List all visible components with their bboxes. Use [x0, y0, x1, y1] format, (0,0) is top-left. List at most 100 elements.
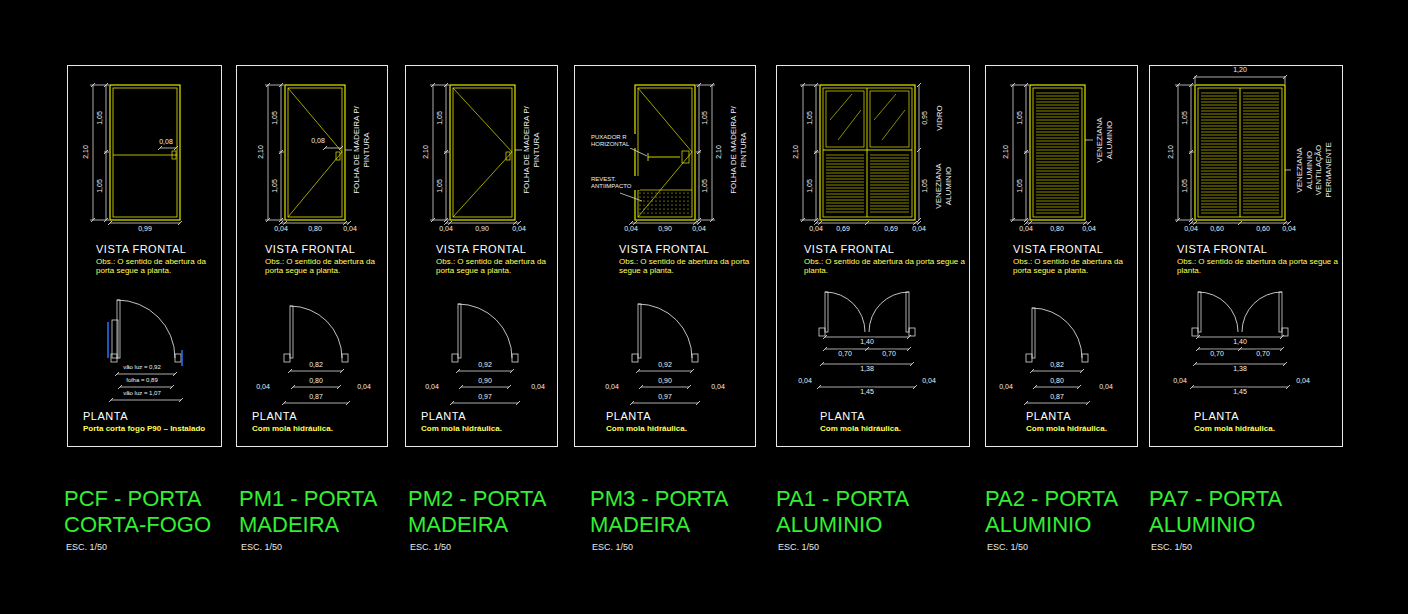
dimension-label: 1,05 — [96, 178, 104, 194]
dimension-label: 0,90 — [474, 225, 490, 233]
drawing-line — [1243, 153, 1279, 154]
drawing-rect — [1198, 88, 1282, 217]
drawing-line — [870, 161, 909, 162]
drawing-line — [346, 401, 350, 405]
drawing-line — [1201, 93, 1237, 94]
drawing-line — [323, 146, 327, 150]
drawing-line — [870, 191, 909, 192]
drawing-line — [1036, 132, 1079, 133]
hatch-dot — [671, 200, 672, 201]
plan-note: Com mola hidráulica. — [421, 424, 551, 433]
dimension-label: 2,10 — [257, 144, 265, 160]
drawing-line — [1024, 152, 1029, 153]
drawing-line — [638, 190, 692, 191]
drawing-line — [696, 220, 715, 221]
dimension-label: 1,05 — [806, 178, 814, 194]
drawing-line — [1077, 385, 1081, 389]
hatch-dot — [687, 208, 688, 209]
drawing-line — [696, 152, 701, 153]
drawing-line — [452, 403, 518, 404]
drawing-line — [430, 220, 449, 221]
drawing-line — [1178, 85, 1179, 220]
drawing-line — [282, 401, 286, 405]
dimension-label: 1,05 — [806, 110, 814, 126]
drawing-line — [1243, 123, 1279, 124]
drawing-line — [630, 401, 634, 405]
drawing-line — [515, 150, 522, 151]
hatch-dot — [675, 204, 676, 205]
drawing-line — [1036, 159, 1079, 160]
drawing-line — [178, 221, 182, 225]
drawing-line — [1010, 220, 1029, 221]
dimension-label: 0,04 — [438, 225, 454, 233]
drawing-rect — [111, 354, 117, 362]
dimension-label: 0,97 — [657, 393, 673, 401]
drawing-line — [1036, 144, 1079, 145]
drawing-line — [826, 179, 864, 180]
drawing-line — [870, 179, 909, 180]
drawing-line — [826, 194, 864, 195]
drawing-line — [1195, 76, 1196, 84]
dimension-label: 0,70 — [881, 350, 897, 358]
drawing-rect — [820, 85, 915, 220]
hatch-dot — [651, 200, 652, 201]
drawing-line — [690, 369, 694, 373]
plan-heading: PLANTA — [606, 410, 651, 423]
hatch-dot — [663, 192, 664, 193]
drawing-line — [1036, 183, 1079, 184]
drawing-line — [870, 185, 909, 186]
dimension-label: 0,04 — [511, 225, 527, 233]
drawing-line — [1243, 207, 1279, 208]
dimension-label: folha = 0,89 — [125, 377, 159, 384]
drawing-line — [1201, 186, 1237, 187]
hatch-dot — [667, 208, 668, 209]
drawing-line — [1201, 99, 1237, 100]
drawing-line — [90, 220, 109, 221]
hatch-dot — [663, 204, 664, 205]
drawing-line — [339, 146, 343, 150]
door-swing-arc — [458, 304, 512, 358]
view-note: Obs.: O sentido de abertura da porta seg… — [436, 257, 553, 275]
drawing-line — [1085, 140, 1093, 141]
drawing-line — [345, 150, 352, 151]
hatch-dot — [655, 212, 656, 213]
dimension-label: 0,69 — [883, 225, 899, 233]
drawing-line — [1201, 168, 1237, 169]
dimension-label: 2,10 — [82, 144, 90, 160]
drawing-line — [1036, 201, 1079, 202]
drawing-line — [104, 150, 108, 154]
drawing-line — [1243, 192, 1279, 193]
drawing-line — [160, 148, 176, 149]
dimension-label: 1,05 — [436, 110, 444, 126]
drawing-line — [1243, 96, 1279, 97]
drawing-line — [814, 150, 818, 154]
drawing-line — [1201, 120, 1237, 121]
drawing-rect — [113, 88, 177, 217]
drawing-rect — [635, 85, 695, 220]
drawing-rect — [458, 304, 461, 358]
drawing-line — [281, 223, 349, 224]
drawing-line — [823, 150, 912, 151]
drawing-line — [1243, 177, 1279, 178]
drawing-line — [1175, 85, 1194, 86]
drawing-line — [712, 85, 713, 220]
drawing-line — [1036, 165, 1079, 166]
drawing-line — [1036, 168, 1079, 169]
dimension-label: 0,70 — [837, 350, 853, 358]
drawing-line — [826, 176, 864, 177]
drawing-rect — [172, 151, 176, 159]
hatch-dot — [647, 212, 648, 213]
view-heading: VISTA FRONTAL — [1177, 243, 1267, 256]
drawing-line — [1201, 165, 1237, 166]
drawing-line — [1201, 144, 1237, 145]
drawing-line — [1201, 111, 1237, 112]
drawing-line — [870, 203, 909, 204]
drawing-line — [800, 220, 819, 221]
drawing-line — [290, 371, 342, 372]
drawing-line — [1035, 387, 1079, 388]
drawing-line — [1201, 195, 1237, 196]
drawing-line — [118, 385, 122, 389]
hatch-dot — [683, 196, 684, 197]
dimension-label: 0,04 — [604, 383, 620, 391]
drawing-line — [1243, 210, 1279, 211]
